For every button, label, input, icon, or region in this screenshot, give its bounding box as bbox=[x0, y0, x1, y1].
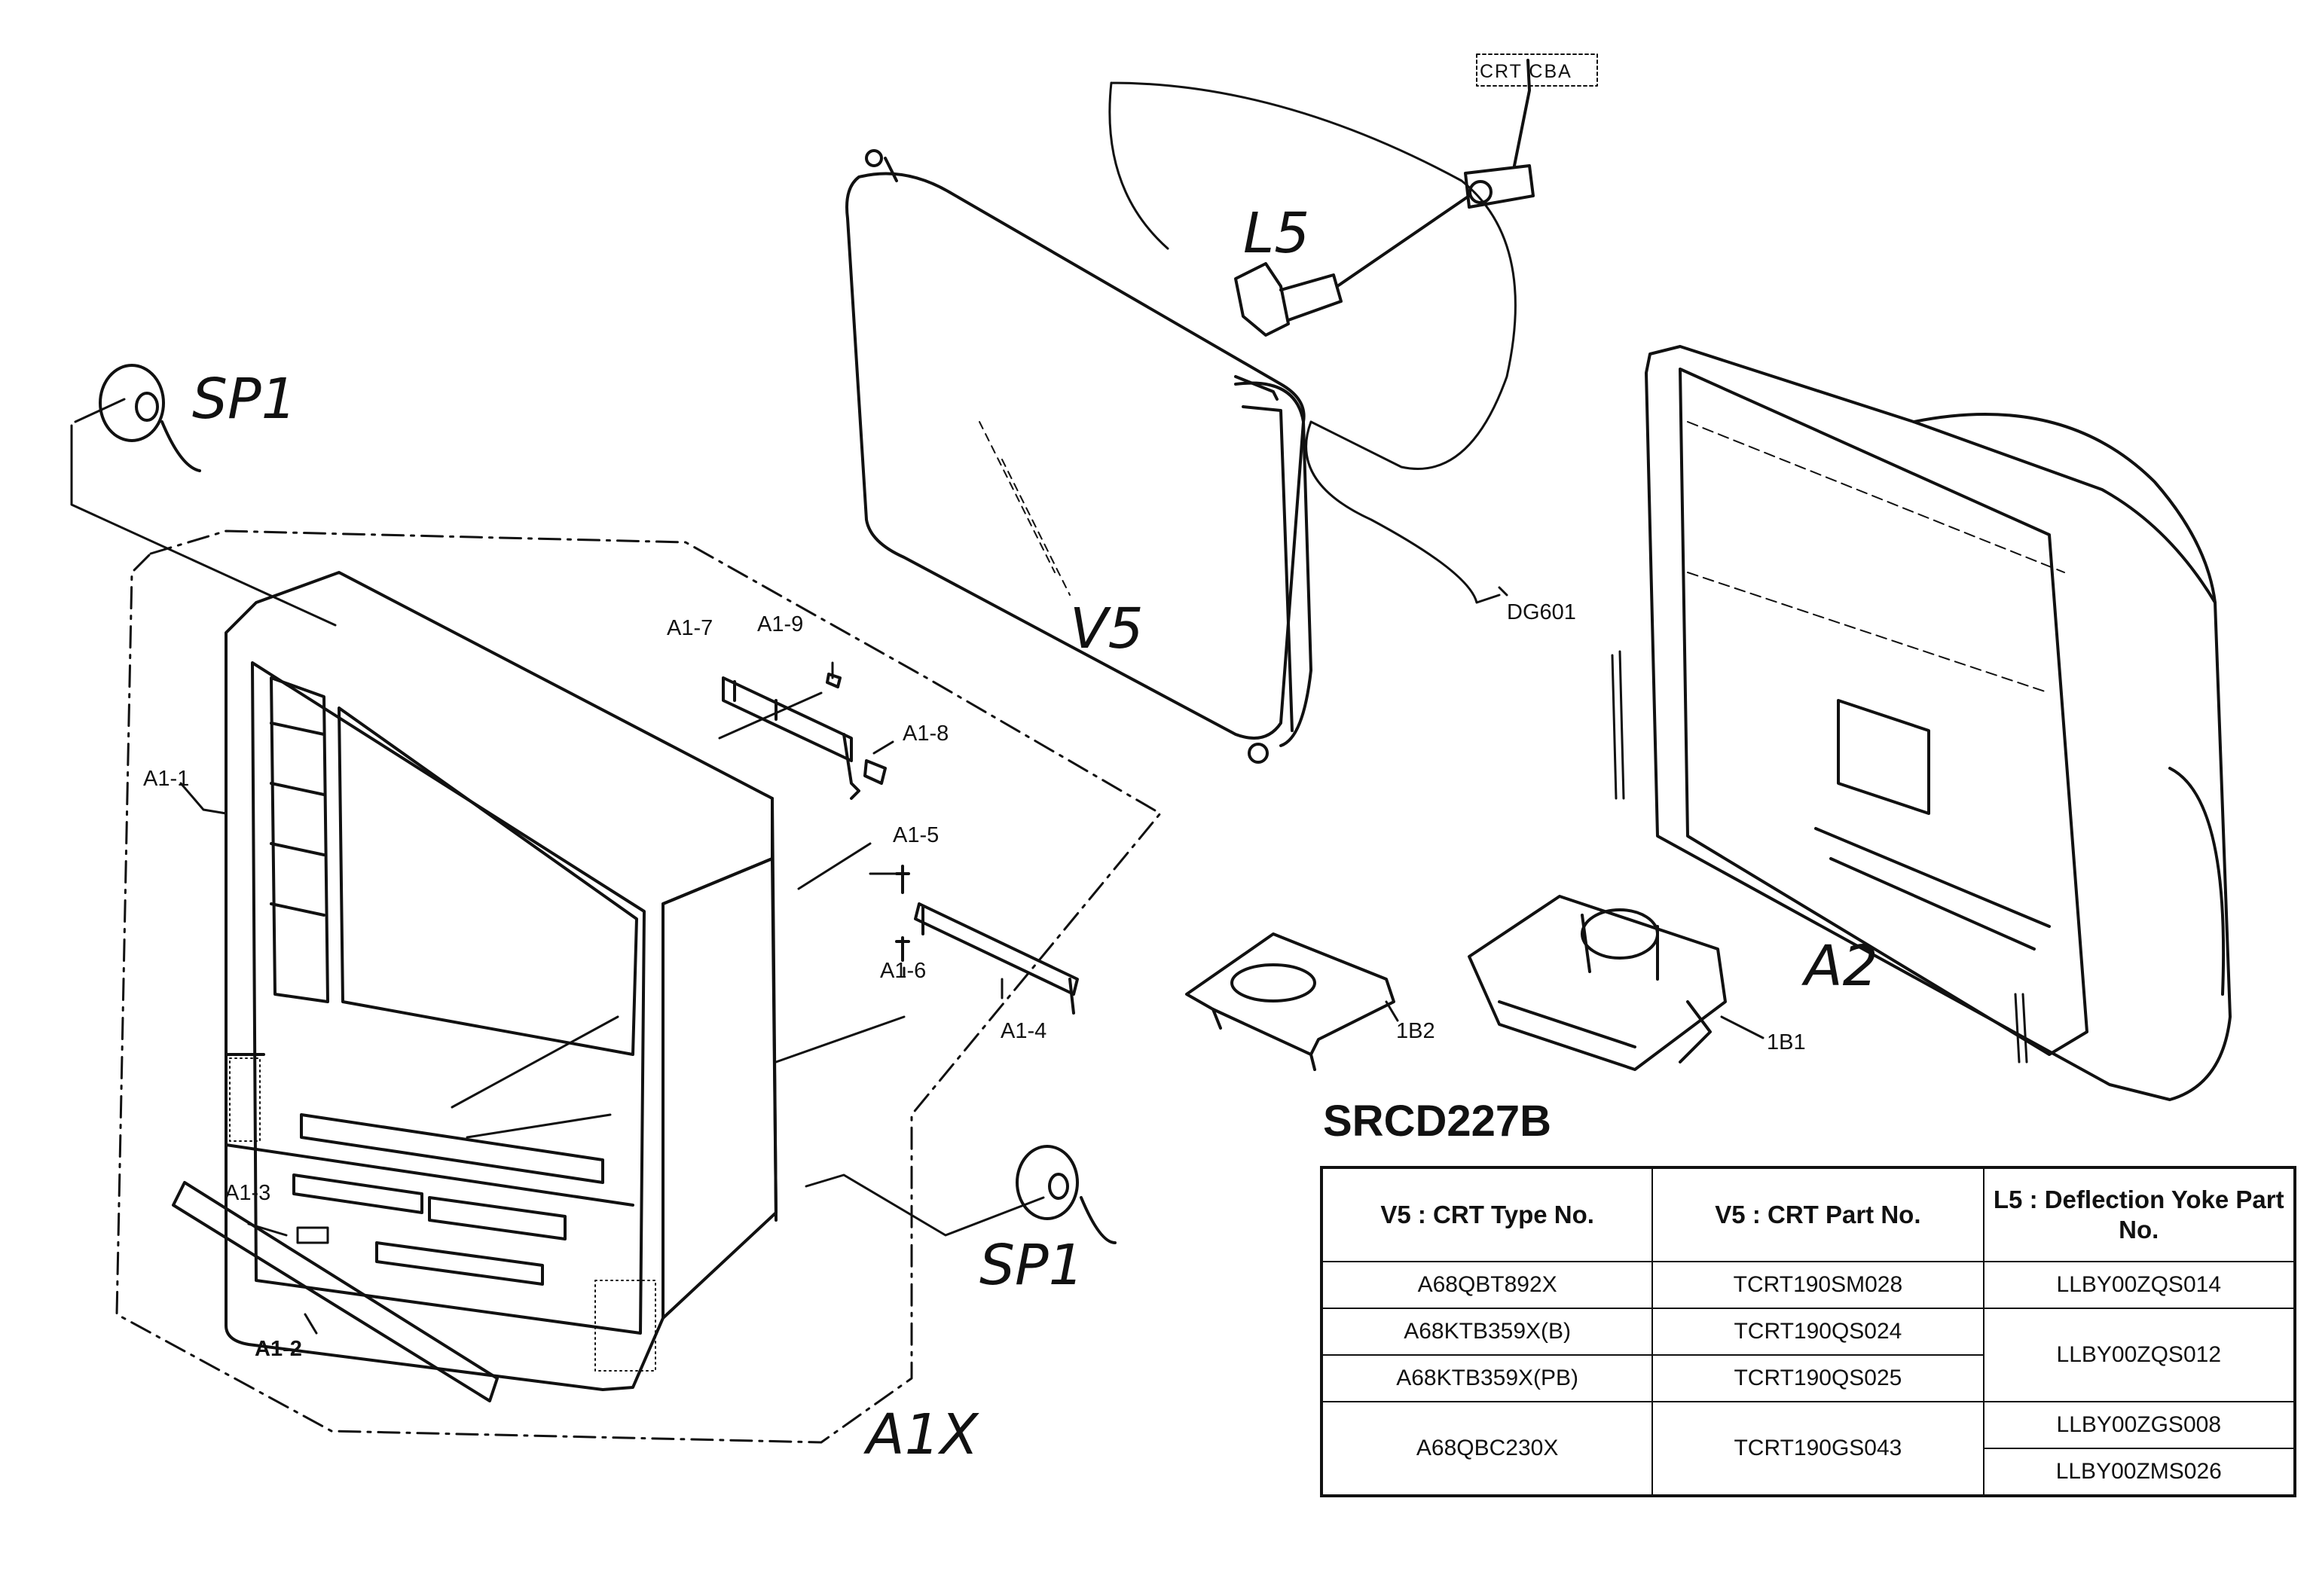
cell-crt-part: TCRT190GS043 bbox=[1651, 1401, 1984, 1497]
cell-crt-type: A68KTB359X(B) bbox=[1320, 1308, 1654, 1356]
label-a1-5: A1-5 bbox=[893, 823, 939, 847]
cell-yoke-part: LLBY00ZQS012 bbox=[1982, 1308, 2296, 1402]
label-a2: A2 bbox=[1801, 934, 1878, 999]
front-cabinet-a1-1 bbox=[225, 571, 778, 1391]
front-panel-a1-2 bbox=[172, 1181, 499, 1402]
header-crt-type: V5 : CRT Type No. bbox=[1320, 1167, 1654, 1262]
table-row: A68KTB359X(PB) TCRT190QS025 bbox=[1320, 1354, 2295, 1402]
label-a1x: A1X bbox=[863, 1402, 980, 1467]
label-a1-1: A1-1 bbox=[143, 767, 189, 791]
label-a1-6: A1-6 bbox=[880, 959, 926, 983]
label-a1-9: A1-9 bbox=[757, 612, 803, 636]
label-crt-cba: CRT CBA bbox=[1480, 61, 1572, 82]
degauss-coil-dg601 bbox=[1108, 81, 1517, 604]
label-a1-8: A1-8 bbox=[903, 722, 949, 746]
back-cabinet-a2 bbox=[1611, 345, 2232, 1101]
label-a1-4: A1-4 bbox=[1001, 1019, 1046, 1043]
label-a1-7: A1-7 bbox=[667, 616, 713, 640]
bracket-a1-7 bbox=[722, 676, 860, 800]
part-a1-9 bbox=[826, 673, 842, 688]
screw-a1-5 bbox=[895, 865, 910, 894]
cell-crt-part: TCRT190QS024 bbox=[1651, 1308, 1984, 1356]
cell-crt-type: A68QBC230X bbox=[1320, 1401, 1654, 1497]
cell-yoke-part: LLBY00ZGS008 bbox=[1982, 1401, 2296, 1449]
clip-a1-8 bbox=[863, 759, 887, 785]
cell-crt-type: A68KTB359X(PB) bbox=[1320, 1354, 1654, 1402]
vcr-deck-1b1 bbox=[1468, 895, 1727, 1071]
assembly-boundary-a1x bbox=[115, 529, 1162, 1444]
table-header-row: V5 : CRT Type No. V5 : CRT Part No. L5 :… bbox=[1320, 1167, 2296, 1262]
crt-tube-v5 bbox=[845, 149, 1312, 764]
crt-cba-board bbox=[1464, 53, 1598, 209]
model-title: SRCD227B bbox=[1323, 1097, 1551, 1146]
label-sp1-bottom: SP1 bbox=[979, 1233, 1084, 1298]
label-a1-2: A1-2 bbox=[255, 1337, 302, 1361]
label-1b2: 1B2 bbox=[1396, 1019, 1435, 1043]
label-v5: V5 bbox=[1070, 597, 1144, 661]
speaker-sp1-top bbox=[99, 364, 201, 472]
table-row: A68QBT892X TCRT190SM028 LLBY00ZQS014 bbox=[1320, 1261, 2296, 1309]
label-l5: L5 bbox=[1243, 201, 1309, 266]
header-yoke-part: L5 : Deflection Yoke Part No. bbox=[1982, 1167, 2296, 1262]
table-row: LLBY00ZMS026 bbox=[1321, 1448, 2296, 1497]
deflection-yoke-l5 bbox=[1234, 194, 1471, 337]
bracket-a1-4 bbox=[914, 902, 1079, 1015]
cell-crt-type: A68QBT892X bbox=[1320, 1261, 1654, 1309]
leader-lines bbox=[70, 398, 1764, 1335]
parts-table: V5 : CRT Type No. V5 : CRT Part No. L5 :… bbox=[1320, 1166, 2296, 1497]
screw-a1-6 bbox=[895, 936, 910, 962]
table-row: A68QBC230X TCRT190GS043 LLBY00ZGS008 bbox=[1320, 1401, 2296, 1497]
cell-yoke-part: LLBY00ZQS014 bbox=[1982, 1261, 2296, 1309]
table-row: A68KTB359X(B) TCRT190QS024 LLBY00ZQS012 bbox=[1320, 1308, 2296, 1402]
speaker-sp1-bottom bbox=[1016, 1145, 1117, 1244]
label-1b1: 1B1 bbox=[1767, 1030, 1806, 1054]
label-sp1-top: SP1 bbox=[192, 367, 297, 432]
dvd-deck-1b2 bbox=[1185, 932, 1395, 1071]
label-dg601: DG601 bbox=[1507, 600, 1576, 624]
header-crt-part: V5 : CRT Part No. bbox=[1651, 1167, 1984, 1262]
label-a1-3: A1-3 bbox=[225, 1181, 270, 1205]
cell-yoke-part: LLBY00ZMS026 bbox=[1982, 1448, 2296, 1497]
cell-crt-part: TCRT190QS025 bbox=[1651, 1354, 1984, 1402]
cell-crt-part: TCRT190SM028 bbox=[1651, 1261, 1984, 1309]
